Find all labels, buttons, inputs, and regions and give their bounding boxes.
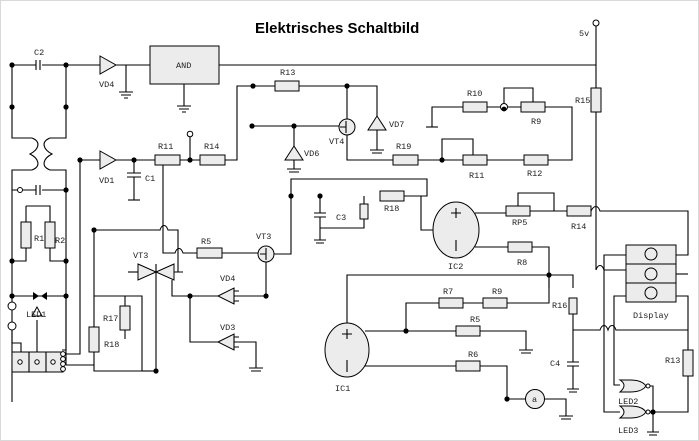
label-c3: C3 [336,213,346,223]
left-input-network [9,60,100,139]
diode-vd4-top [99,55,150,99]
label-5v: 5v [579,29,589,39]
resistor-r14-top [199,154,226,166]
label-r9-low: R9 [492,287,502,297]
label-vt3-mid: VT3 [256,232,271,242]
resistor-r9-low [482,297,508,309]
resistor-r18-mid [379,190,405,202]
ic1-network [324,272,574,420]
resistors-r1-r2 [9,205,69,264]
resistor-r8 [507,241,533,253]
resistor-r5-mid [196,247,223,259]
label-r6: R6 [468,350,478,360]
resistor-r11-right [462,154,488,166]
label-vd4-mid: VD4 [220,274,235,284]
vd1-row [66,85,253,355]
label-vd3: VD3 [220,323,235,333]
label-c4: C4 [550,359,560,369]
resistor-r19 [392,154,419,166]
label-led2: LED2 [618,397,638,407]
label-r15: R15 [575,96,590,106]
resistor-r14-right [566,205,592,217]
resistor-r15 [590,87,602,113]
resistor-r13-right [682,349,694,377]
resistor-r2 [44,221,56,249]
label-ic1: IC1 [335,384,350,394]
display-module[interactable] [595,244,694,413]
label-display: Display [633,311,669,321]
label-and: AND [176,61,191,71]
label-vd4-top: VD4 [99,80,114,90]
label-vd6: VD6 [304,149,319,159]
and-gate-block[interactable] [149,45,596,113]
resistor-rp5 [505,205,531,217]
led1-assembly [7,292,69,373]
label-r18-mid: R18 [384,204,399,214]
label-r11-top: R11 [158,142,173,152]
resistor-r11-top [154,154,181,166]
label-r5-low: R5 [470,315,480,325]
label-vd1: VD1 [99,176,114,186]
triac-network [91,165,275,374]
resistor-r7 [438,297,464,309]
supply-5v [590,19,602,270]
label-ic2: IC2 [448,262,463,272]
label-r7: R7 [443,287,453,297]
label-led3: LED3 [618,426,638,436]
vt3-c3-ic2-network [274,178,689,288]
label-r19: R19 [396,142,411,152]
capacitor-mid-left [12,185,69,195]
label-vt4: VT4 [329,137,344,147]
resistor-r10 [462,101,488,113]
label-vt3-left: VT3 [133,251,148,261]
r10-r9-r11-r12-network [426,87,573,166]
label-r12: R12 [527,169,542,179]
resistor-r1 [20,221,32,249]
vt4-network [249,80,442,173]
label-rp5: RP5 [512,218,527,228]
resistor-r17 [119,305,131,331]
label-r9-top: R9 [531,117,541,127]
label-r13-right: R13 [665,356,680,366]
led2-gate [618,379,654,412]
resistor-r9-top [520,101,546,113]
label-c1: C1 [145,174,155,184]
label-r16: R16 [552,301,567,311]
resistor-r13-top [274,80,300,92]
label-r14-top: R14 [204,142,219,152]
label-vd7: VD7 [389,120,404,130]
label-r8: R8 [517,258,527,268]
label-r18-low: R18 [104,340,119,350]
resistor-r5-low [455,325,481,337]
r17-r18-network [66,230,156,372]
resistor-c3-parallel [359,203,369,220]
label-r11-right: R11 [469,171,484,181]
resistor-r6 [455,360,481,372]
label-meter: a [532,395,537,405]
label-r10: R10 [467,89,482,99]
diagram-title: Elektrisches Schaltbild [255,20,419,37]
resistor-r12 [523,154,549,166]
r16-c4-network [567,297,688,393]
label-r5-mid: R5 [201,237,211,247]
label-c2: C2 [34,48,44,58]
label-led1: LED1 [26,310,46,320]
led3-gate [618,405,659,436]
resistor-r16 [568,297,578,315]
label-r13-top: R13 [280,68,295,78]
label-r1: R1 [34,234,44,244]
label-r2: R2 [55,236,65,246]
resistor-r18-low [88,326,100,353]
label-r14-right: R14 [571,222,586,232]
label-r17: R17 [103,314,118,324]
